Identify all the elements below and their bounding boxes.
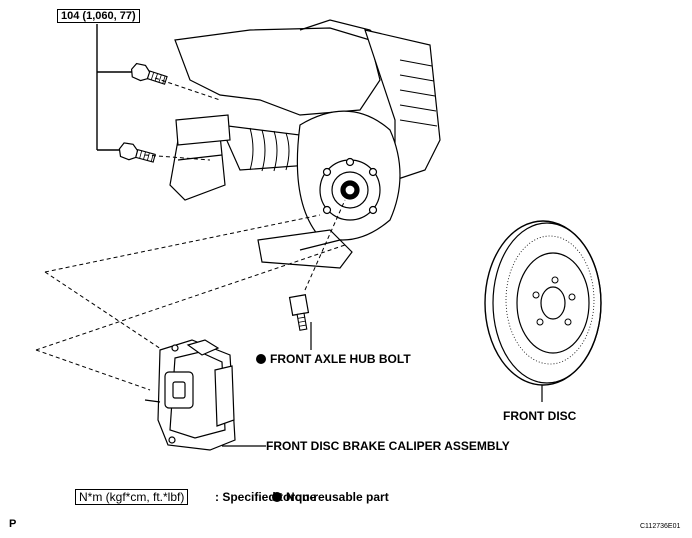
caliper-label: FRONT DISC BRAKE CALIPER ASSEMBLY [266,439,510,453]
alignment-lines [35,77,346,391]
hub-bolt-label: FRONT AXLE HUB BOLT [256,352,411,366]
non-reusable-legend-dot-icon [272,492,282,502]
hub-bolt [288,294,310,331]
legend-torque-text: : Specified torque [215,490,317,504]
legend-nonreusable-text: Non-reusable part [286,490,389,504]
non-reusable-dot-icon [256,354,266,364]
footer-left-mark: P [9,518,17,530]
front-disc [484,220,602,386]
figure-code: C112736E01 [640,523,681,530]
caliper-assembly [144,339,236,451]
legend-torque-units: N*m (kgf*cm, ft.*lbf) [75,489,189,505]
caliper-bolt-upper [130,62,168,85]
legend-nonreusable: Non-reusable part [272,490,389,504]
knuckle-assembly [169,19,441,269]
label-leaders [222,322,543,447]
torque-spec-box: 104 (1,060, 77) [57,9,140,23]
caliper-bolt-lower [118,142,156,163]
torque-leader-lines [96,24,136,151]
hub-bolt-label-text: FRONT AXLE HUB BOLT [270,352,411,366]
front-disc-label: FRONT DISC [503,409,577,423]
